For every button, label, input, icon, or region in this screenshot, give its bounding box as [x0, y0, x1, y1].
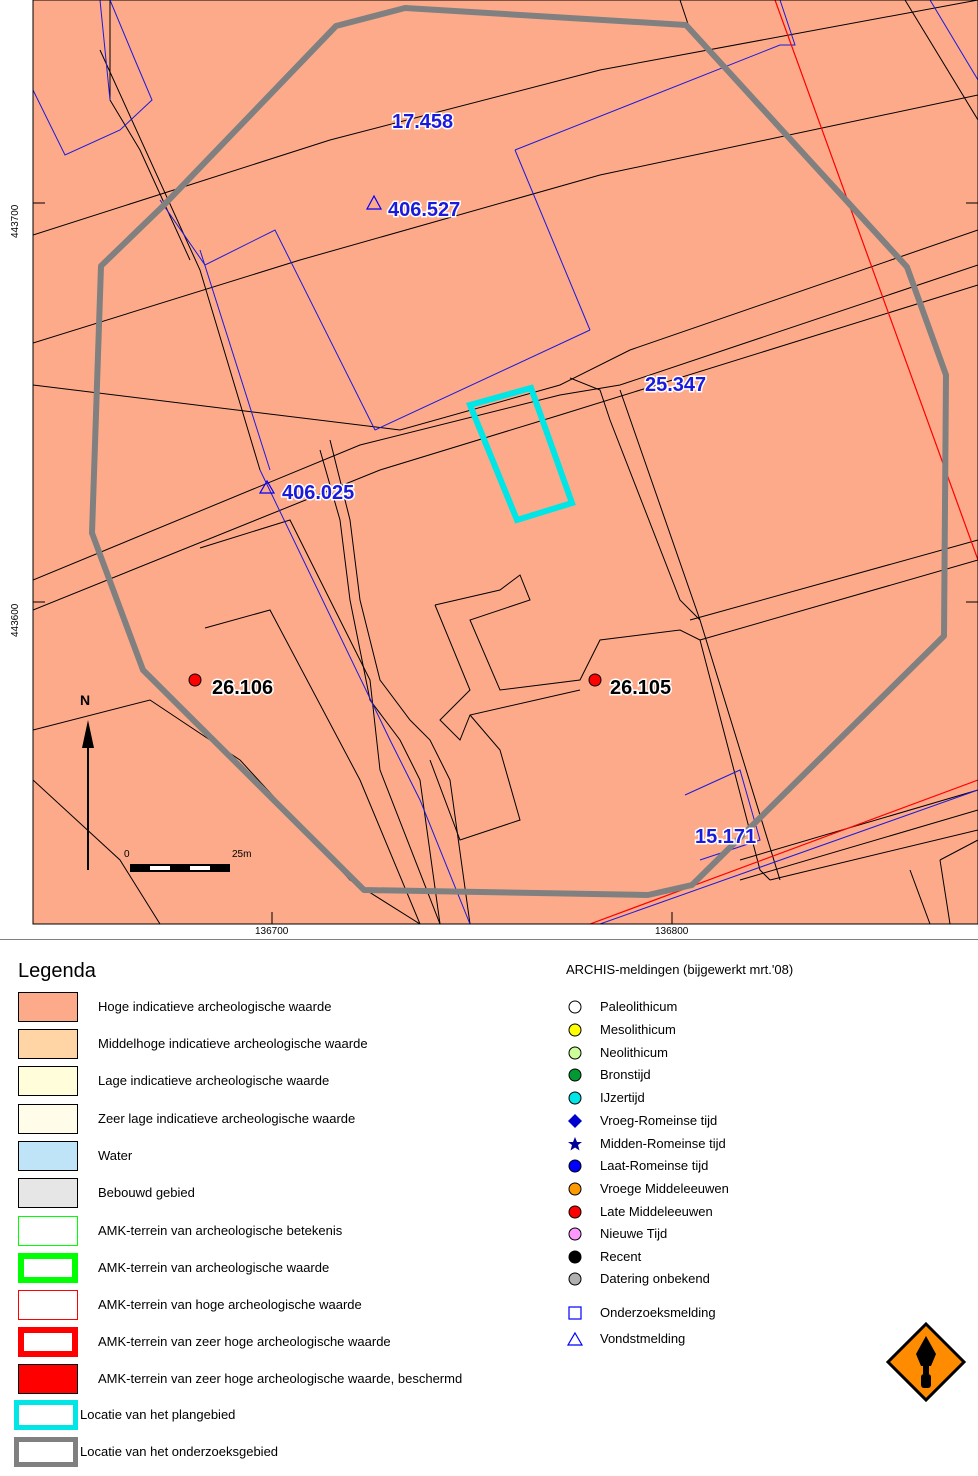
- star-symbol-icon: [568, 1137, 582, 1151]
- legend-swatch: [18, 1029, 78, 1059]
- legend-label: Lage indicatieve archeologische waarde: [98, 1073, 330, 1088]
- archis-label: Datering onbekend: [600, 1271, 710, 1286]
- legend-swatch: [18, 1141, 78, 1171]
- circle-symbol-icon: [568, 1023, 582, 1037]
- archis-label: Neolithicum: [600, 1045, 668, 1060]
- legend-swatch: [18, 1104, 78, 1134]
- legend-label: Locatie van het onderzoeksgebied: [80, 1444, 279, 1459]
- north-label: N: [80, 692, 91, 708]
- archis-label: Paleolithicum: [600, 999, 678, 1014]
- legend-label: Zeer lage indicatieve archeologische waa…: [98, 1111, 356, 1126]
- archaeology-map: 17.458 406.527 25.347 406.025 15.171 26.…: [0, 0, 978, 940]
- circle-symbol-icon: [568, 1000, 582, 1014]
- y-tick-label: 443700: [10, 204, 21, 238]
- parcel-label: 15.171: [695, 826, 756, 848]
- parcel-label: 26.106: [212, 677, 273, 699]
- legend-swatch: [18, 1178, 78, 1208]
- legend-title: Legenda: [18, 960, 96, 982]
- trowel-sign-icon: [886, 1322, 966, 1402]
- diamond-symbol-icon: [568, 1114, 582, 1128]
- archis-label: Mesolithicum: [600, 1022, 676, 1037]
- legend-label: Hoge indicatieve archeologische waarde: [98, 999, 332, 1014]
- circle-symbol-icon: [568, 1182, 582, 1196]
- find-report-marker-2: [258, 479, 276, 494]
- legend-label: AMK-terrein van hoge archeologische waar…: [98, 1297, 362, 1312]
- legend-label: AMK-terrein van archeologische waarde: [98, 1260, 330, 1275]
- legend-swatch: [18, 1216, 78, 1246]
- circle-symbol-icon: [568, 1159, 582, 1173]
- land-background: [33, 0, 978, 924]
- parcel-label: 406.527: [388, 199, 460, 221]
- parcel-label: 406.025: [282, 482, 354, 504]
- archis-title: ARCHIS-meldingen (bijgewerkt mrt.'08): [566, 962, 794, 977]
- archis-label: Recent: [600, 1249, 642, 1264]
- legend-label: Bebouwd gebied: [98, 1185, 195, 1200]
- archis-label: Bronstijd: [600, 1067, 651, 1082]
- archis-label: Vondstmelding: [600, 1331, 686, 1346]
- plan-area-polygon: [465, 384, 576, 524]
- scale-start-label: 0: [124, 849, 130, 860]
- archis-label: Vroeg-Romeinse tijd: [600, 1113, 718, 1128]
- circle-symbol-icon: [568, 1091, 582, 1105]
- north-arrow-icon: [82, 720, 94, 870]
- find-report-marker-1: [365, 194, 383, 210]
- legend-swatch: [14, 1437, 78, 1467]
- legend-swatch: [18, 992, 78, 1022]
- late-middle-ages-marker-2: [588, 673, 602, 687]
- parcel-boundaries: [33, 0, 978, 924]
- parcel-label: 25.347: [645, 374, 706, 396]
- archis-label: Laat-Romeinse tijd: [600, 1158, 709, 1173]
- legend-label: AMK-terrein van archeologische betekenis: [98, 1223, 343, 1238]
- circle-symbol-icon: [568, 1272, 582, 1286]
- circle-symbol-icon: [568, 1250, 582, 1264]
- legend-label: Middelhoge indicatieve archeologische wa…: [98, 1036, 368, 1051]
- legend-label: AMK-terrein van zeer hoge archeologische…: [98, 1334, 391, 1349]
- archis-label: Nieuwe Tijd: [600, 1226, 668, 1241]
- legend-swatch: [18, 1066, 78, 1096]
- late-middle-ages-marker-1: [188, 673, 202, 687]
- circle-symbol-icon: [568, 1205, 582, 1219]
- x-tick-label: 136700: [255, 926, 289, 937]
- legend-swatch: [18, 1327, 78, 1357]
- archis-label: Vroege Middeleeuwen: [600, 1181, 729, 1196]
- research-area-polygon: [89, 5, 949, 898]
- parcel-label: 17.458: [392, 111, 453, 133]
- circle-symbol-icon: [568, 1068, 582, 1082]
- legend-swatch: [18, 1290, 78, 1320]
- circle-symbol-icon: [568, 1227, 582, 1241]
- archis-label: Onderzoeksmelding: [600, 1305, 716, 1320]
- archis-label: Late Middeleeuwen: [600, 1204, 713, 1219]
- x-tick-label: 136800: [655, 926, 689, 937]
- square-symbol-icon: [568, 1306, 582, 1320]
- archis-label: Midden-Romeinse tijd: [600, 1136, 726, 1151]
- scale-end-label: 25m: [232, 849, 252, 860]
- archis-label: IJzertijd: [600, 1090, 645, 1105]
- legend-label: Locatie van het plangebied: [80, 1407, 236, 1422]
- circle-symbol-icon: [568, 1046, 582, 1060]
- scale-bar: [130, 864, 230, 872]
- triangle-symbol-icon: [566, 1331, 584, 1346]
- legend-swatch: [14, 1400, 78, 1430]
- legend-swatch: [18, 1253, 78, 1283]
- y-tick-label: 443600: [10, 603, 21, 637]
- legend-swatch: [18, 1364, 78, 1394]
- parcel-labels: 17.458 406.527 25.347 406.025 15.171: [281, 110, 758, 850]
- legend-label: Water: [98, 1148, 133, 1163]
- legend-label: AMK-terrein van zeer hoge archeologische…: [98, 1371, 463, 1386]
- parcel-label: 26.105: [610, 677, 671, 699]
